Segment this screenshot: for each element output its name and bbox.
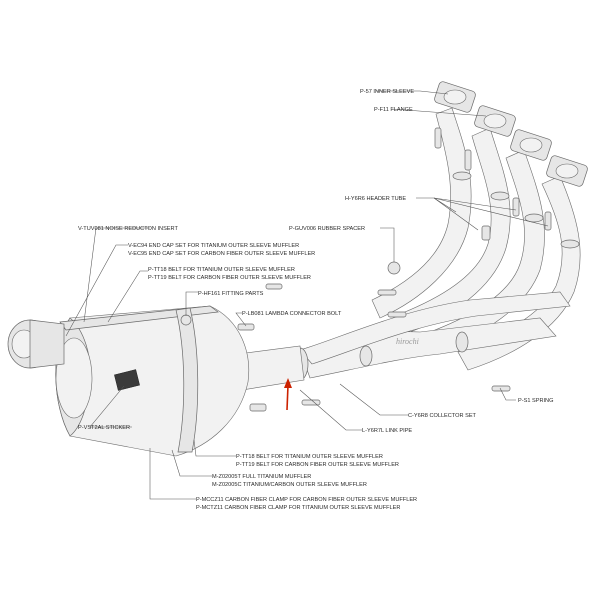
label-muffler-tc: M-Z02005C TITANIUM/CARBON OUTER SLEEVE M…: [212, 482, 367, 488]
label-belt-bot-ti: P-TT18 BELT FOR TITANIUM OUTER SLEEVE MU…: [236, 454, 383, 460]
muffler: [55, 305, 250, 457]
watermark: hirochi: [396, 337, 419, 346]
loose-fittings: [180, 314, 267, 412]
springs: [265, 283, 511, 406]
header-fittings: [387, 127, 552, 275]
end-cap: [7, 319, 65, 369]
label-clamp-cf: P-MCCZ11 CARBON FIBER CLAMP FOR CARBON F…: [196, 497, 417, 503]
label-end-cap-cf: V-EC95 END CAP SET FOR CARBON FIBER OUTE…: [128, 251, 315, 257]
label-muffler-ti: M-Z02005T FULL TITANIUM MUFFLER: [212, 474, 311, 480]
rubber-spacer-part: [387, 261, 401, 275]
label-belt-bot-cf: P-TT19 BELT FOR CARBON FIBER OUTER SLEEV…: [236, 462, 399, 468]
label-end-cap-ti: V-EC94 END CAP SET FOR TITANIUM OUTER SL…: [128, 243, 299, 249]
label-belt-top-ti: P-TT18 BELT FOR TITANIUM OUTER SLEEVE MU…: [148, 267, 295, 273]
part-labels: P-57 INNER SLEEVE P-F11 FLANGE H-Y6R6 HE…: [78, 89, 553, 511]
flanges: [434, 81, 588, 187]
label-inner-sleeve: P-57 INNER SLEEVE: [360, 89, 414, 95]
label-noise-insert: V-TUV081 NOISE REDUCTON INSERT: [78, 226, 178, 232]
sticker-part: [114, 369, 140, 391]
label-link-pipe: L-Y6R7L LINK PIPE: [362, 428, 412, 434]
label-flange: P-F11 FLANGE: [374, 107, 413, 113]
label-header-tube: H-Y6R6 HEADER TUBE: [345, 196, 406, 202]
label-clamp-ti: P-MCTZ11 CARBON FIBER CLAMP FOR TITANIUM…: [196, 505, 400, 511]
label-sticker: P-VST2AL STICKER: [78, 425, 130, 431]
label-lambda-bolt: P-LB081 LAMBDA CONNECTOR BOLT: [242, 311, 342, 317]
marker-arrow: [284, 378, 292, 411]
label-belt-top-cf: P-TT19 BELT FOR CARBON FIBER OUTER SLEEV…: [148, 275, 311, 281]
label-spring: P-S1 SPRING: [518, 398, 553, 404]
label-rubber-spacer: P-GUV006 RUBBER SPACER: [289, 226, 365, 232]
label-collector: C-Y6R8 COLLECTOR SET: [408, 413, 477, 419]
leader-lines: [65, 90, 549, 500]
label-fitting: P-HF161 FITTING PARTS: [198, 291, 264, 297]
